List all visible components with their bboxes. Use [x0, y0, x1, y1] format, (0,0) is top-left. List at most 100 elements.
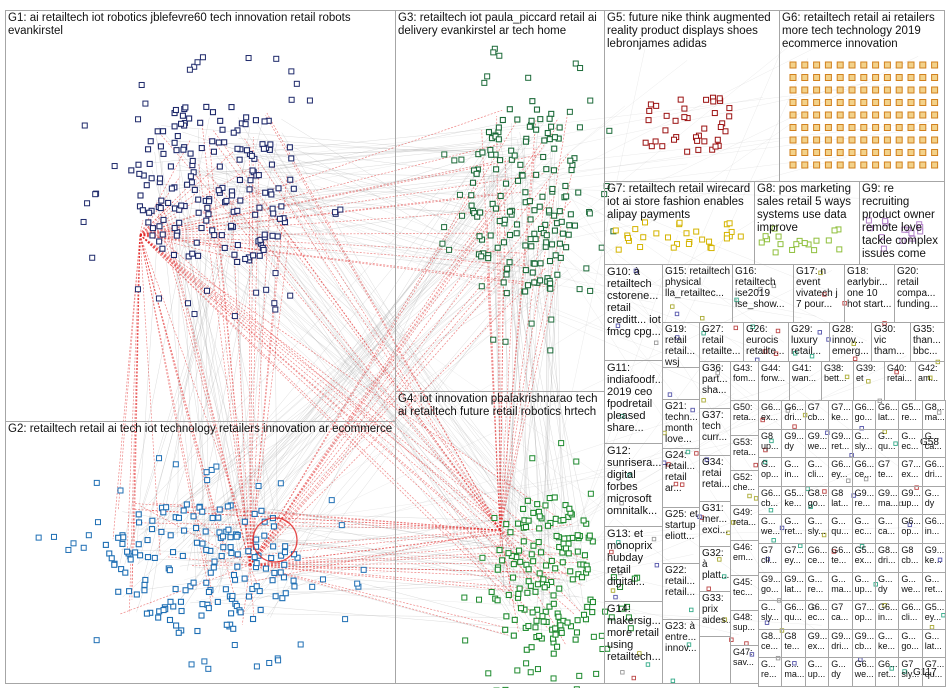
node-small-group	[805, 486, 810, 491]
node-g4	[505, 591, 512, 599]
micro-group-box: G6... in...	[875, 600, 900, 630]
node-g1	[137, 192, 144, 199]
node-g3	[494, 244, 501, 251]
node-g1	[216, 163, 223, 170]
node-g7	[653, 230, 660, 237]
micro-group-label: G6... we...	[854, 659, 875, 680]
group-label-g11: G11: indiafoodf... 2019 ceo fpodretail p…	[607, 362, 663, 434]
node-g2	[278, 552, 285, 559]
gray-edge	[524, 366, 841, 547]
node-g6	[860, 161, 868, 169]
node-g3	[546, 115, 553, 122]
node-g2	[135, 541, 142, 548]
node-g6	[919, 124, 927, 131]
node-g4	[573, 458, 580, 465]
gray-edge	[148, 123, 543, 164]
node-g3	[522, 288, 529, 295]
gray-edge	[502, 121, 539, 535]
micro-group-box: G... ec...	[851, 514, 876, 544]
node-g3	[563, 244, 570, 251]
node-g4	[555, 613, 562, 620]
node-g3	[529, 269, 536, 276]
node-g3	[565, 231, 572, 238]
gray-edge	[251, 203, 482, 213]
node-g3	[526, 123, 533, 130]
node-g6	[860, 86, 868, 94]
node-g1	[146, 209, 153, 216]
node-g3	[476, 233, 483, 240]
node-g9	[908, 230, 915, 237]
node-g2	[230, 571, 238, 579]
micro-group-box: G... dy	[828, 657, 853, 687]
node-g4	[536, 570, 543, 577]
node-small-group	[859, 544, 865, 549]
node-g4	[534, 501, 541, 508]
node-g1	[287, 292, 294, 299]
node-g4	[529, 455, 536, 462]
node-g4	[507, 529, 514, 536]
gray-edge	[211, 137, 517, 174]
red-edge	[161, 200, 251, 566]
group-box-g38: G38: bett...	[821, 361, 854, 401]
group-box-g45: G45: tec...	[730, 575, 759, 611]
node-g1	[157, 143, 164, 150]
node-small-group	[674, 311, 680, 317]
node-g2	[135, 519, 143, 526]
group-box-g35: G35: than... bbc...	[910, 322, 945, 362]
node-g2	[215, 514, 222, 521]
red-edge	[486, 273, 501, 531]
red-edge	[271, 165, 501, 531]
node-small-group	[831, 549, 837, 554]
node-small-group	[673, 481, 679, 487]
node-g7	[685, 240, 692, 247]
node-small-group	[937, 557, 943, 563]
node-small-group	[882, 321, 887, 326]
micro-group-label: G6... op...	[901, 516, 921, 537]
red-edge	[129, 234, 141, 614]
micro-group-label: G6... go...	[854, 402, 875, 422]
node-g4	[558, 440, 565, 447]
node-g1	[84, 200, 91, 207]
node-g2	[141, 581, 148, 588]
micro-group-label: G9... go...	[761, 573, 781, 594]
node-g2	[194, 627, 201, 635]
node-g6	[907, 124, 915, 131]
red-edge	[499, 109, 569, 531]
node-g1	[234, 145, 241, 152]
micro-group-label: G9... ex...	[807, 630, 828, 651]
node-g2	[169, 549, 177, 556]
gray-edge	[505, 278, 523, 559]
node-g1	[250, 252, 257, 259]
gray-edge	[184, 179, 818, 632]
node-g7	[737, 233, 744, 240]
micro-group-label: G6... cb...	[761, 487, 781, 508]
node-g6	[895, 136, 903, 144]
node-g4	[584, 603, 591, 610]
node-g3	[576, 286, 583, 293]
node-g1	[260, 246, 267, 253]
node-g4	[505, 550, 512, 557]
gray-edge	[155, 133, 223, 583]
group-box-g31: G31: mer... exci...	[699, 501, 731, 547]
red-edge	[120, 564, 251, 615]
gray-edge	[212, 144, 522, 160]
node-g6	[836, 136, 844, 144]
node-g2	[183, 501, 190, 508]
micro-group-box: G6... cli...	[898, 600, 923, 630]
gray-edge	[266, 521, 564, 598]
group-label-g34: G34: retai retai...	[702, 457, 730, 490]
group-box-g40: G40: retai...	[884, 361, 916, 401]
node-g3	[485, 129, 493, 136]
micro-group-box: G... dy	[875, 571, 900, 602]
node-g2	[135, 511, 142, 518]
node-g3	[531, 207, 538, 214]
micro-group-box: G7... ex...	[898, 457, 923, 487]
gray-edge	[237, 117, 520, 591]
node-g2	[281, 549, 289, 556]
group-label-g13: G13: et monoprix hubday retail digital..…	[607, 528, 653, 588]
node-g6	[883, 149, 891, 156]
micro-group-label: G8... go...	[807, 487, 828, 508]
node-g5	[648, 143, 655, 150]
group-label-g18: G18: earlybir... one 10 hot start...	[847, 266, 892, 310]
micro-group-box: G... in...	[781, 457, 806, 487]
